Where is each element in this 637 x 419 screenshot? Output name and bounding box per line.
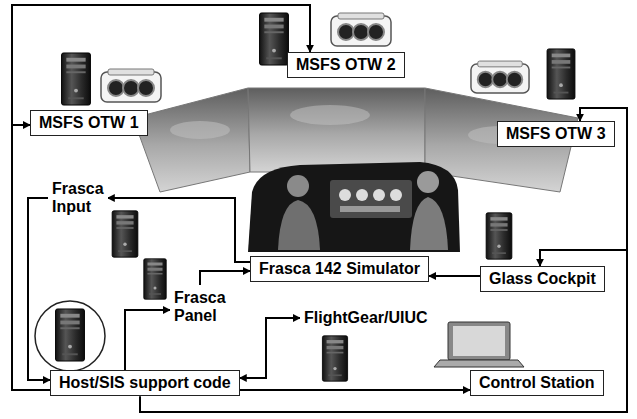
system-label-box: FlightGear/UIUC [300,305,432,331]
node-label: Frasca 142 Simulator [259,260,420,278]
system-label-box: Frasca 142 Simulator [250,256,429,282]
computer-tower [56,309,85,361]
connector-arrow [240,318,300,378]
node-label: Control Station [479,374,595,392]
node-label: Frasca Input [52,180,104,217]
cockpit-photo [248,162,460,252]
node-label: Frasca Panel [174,289,226,326]
node-label: MSFS OTW 2 [296,56,396,74]
system-label-box: Frasca Input [48,176,108,221]
projector [471,61,529,93]
connector-arrow [108,198,250,262]
computer-tower [322,336,347,381]
node-label: MSFS OTW 1 [39,114,139,132]
projector [331,13,391,46]
connector-arrow [240,389,470,391]
highlight-circle [35,301,105,371]
computer-tower [260,13,289,65]
node-label: Glass Cockpit [489,270,596,288]
connector-arrow [28,198,50,380]
projector [101,69,161,102]
connector-arrow [125,310,170,370]
node-label: Host/SIS support code [59,374,231,392]
computer-tower [62,53,91,105]
system-label-box: MSFS OTW 3 [497,121,615,147]
connector-arrow [12,5,310,390]
system-label-box: Host/SIS support code [50,370,240,396]
system-label-box: Frasca Panel [170,285,230,330]
system-label-box: MSFS OTW 2 [287,52,405,78]
connector-arrow [140,108,627,412]
system-label-box: Glass Cockpit [480,266,605,292]
connector-arrow [12,125,50,390]
system-label-box: Control Station [470,370,604,396]
computer-tower [547,49,575,99]
laptop [434,322,524,367]
node-label: FlightGear/UIUC [304,309,428,327]
system-label-box: MSFS OTW 1 [30,110,148,136]
computer-tower [144,259,167,300]
connector-arrow [200,271,250,285]
computer-tower [486,213,512,259]
node-label: MSFS OTW 3 [506,125,606,143]
computer-tower [112,211,138,257]
connector-arrow [429,275,480,277]
